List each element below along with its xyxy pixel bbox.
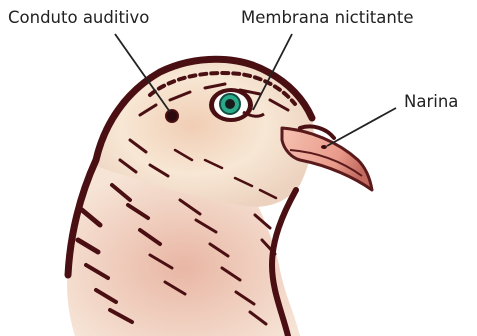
leader-line-nostril <box>327 108 396 146</box>
nostril-opening <box>321 145 327 149</box>
label-ear-canal: Conduto auditivo <box>8 10 149 27</box>
label-nictitating-membrane: Membrana nictitante <box>241 10 413 27</box>
label-nostril: Narina <box>404 94 458 111</box>
ear-canal-opening <box>166 110 178 122</box>
